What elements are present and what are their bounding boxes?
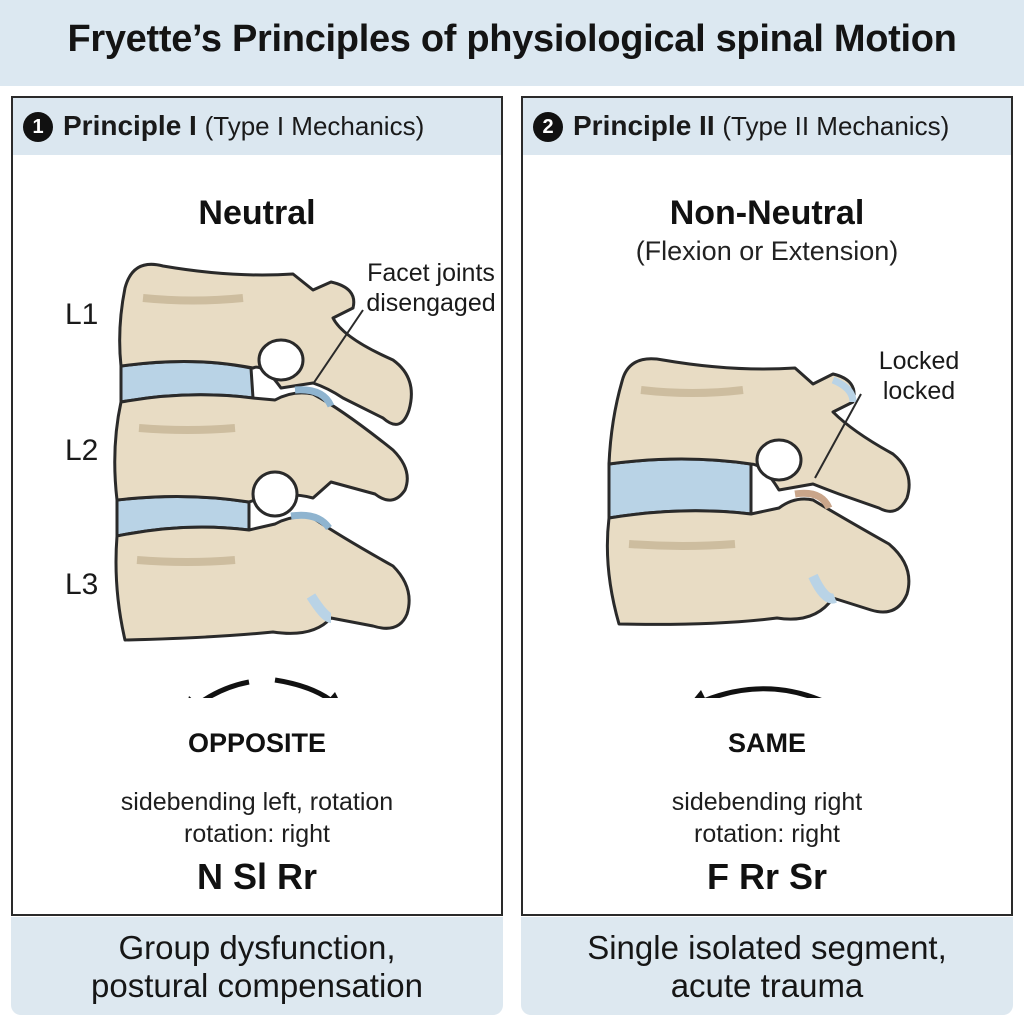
- motion-description-line-1: sidebending left, rotation: [120, 788, 394, 816]
- principle-1-header: 1 Principle I (Type I Mechanics): [13, 98, 501, 155]
- page-title: Fryette’s Principles of physiological sp…: [67, 18, 957, 60]
- footer-line-2: postural compensation: [90, 967, 424, 1004]
- principle-1-title: Principle I: [63, 110, 197, 141]
- locked-callout-line-1: Locked: [878, 347, 960, 375]
- footer-line-1: Group dysfunction,: [118, 929, 396, 966]
- facet-callout: Facet joints disengaged: [365, 258, 497, 318]
- motion-description-line-2: rotation: right: [184, 820, 330, 848]
- motion-description-2: sidebending right rotation: right: [523, 786, 1011, 850]
- principle-1-panel: 1 Principle I (Type I Mechanics) Neutral: [11, 96, 503, 916]
- arrowhead-right-icon: [329, 692, 338, 698]
- level-label-l1: L1: [65, 298, 99, 331]
- neutral-label: Neutral: [198, 194, 316, 232]
- motion-code: F Rr Sr: [706, 856, 828, 897]
- principle-1-footer: Group dysfunction, postural compensation: [11, 917, 503, 1015]
- callout-line: [312, 309, 364, 385]
- arrowhead-left-icon: [188, 696, 192, 698]
- level-label-l2: L2: [65, 434, 99, 467]
- motion-description-1: sidebending left, rotation rotation: rig…: [13, 786, 501, 850]
- principle-2-panel: 2 Principle II (Type II Mechanics) Non-N…: [521, 96, 1013, 916]
- motion-code: N Sl Rr: [196, 856, 318, 897]
- vertebra-l2: [113, 386, 409, 518]
- vertebra-lower: [605, 489, 911, 626]
- number-badge-2: 2: [533, 112, 563, 142]
- lumbar-spine-illustration: [113, 262, 413, 698]
- principle-2-title: Principle II: [573, 110, 715, 141]
- principle-1-heading: Principle I (Type I Mechanics): [63, 110, 424, 142]
- principle-2-mechanics: (Type II Mechanics): [722, 111, 950, 141]
- arrowhead-left-icon: [694, 690, 705, 698]
- callout-line: [814, 393, 862, 479]
- level-label-l3: L3: [65, 568, 99, 601]
- curved-arrow-left-icon: [202, 679, 250, 698]
- locked-segment-illustration: [605, 357, 911, 698]
- locked-callout-line-2: locked: [882, 377, 956, 405]
- intervertebral-disc: [607, 457, 753, 520]
- facet-callout-line-1: Facet joints: [367, 259, 495, 287]
- relation-same: SAME: [727, 728, 806, 758]
- facet-callout-line-2: disengaged: [366, 289, 496, 317]
- footer-line-2: acute trauma: [670, 967, 864, 1004]
- vertebra-upper: [607, 357, 911, 513]
- non-neutral-label: Non-Neutral: [669, 194, 865, 232]
- principle-1-mechanics: (Type I Mechanics): [204, 111, 425, 141]
- principle-1-footer-text: Group dysfunction, postural compensation: [11, 929, 503, 1005]
- principle-2-footer: Single isolated segment, acute trauma: [521, 917, 1013, 1015]
- locked-callout: Locked locked: [859, 346, 979, 406]
- motion-description-line-1: sidebending right: [671, 788, 863, 816]
- title-bar: [0, 0, 1024, 86]
- curved-arrow-right-icon: [274, 677, 332, 698]
- vertebra-l1: [118, 262, 413, 426]
- footer-line-1: Single isolated segment,: [587, 929, 947, 966]
- flexion-extension-label: (Flexion or Extension): [635, 236, 899, 266]
- number-badge-1: 1: [23, 112, 53, 142]
- principle-2-footer-text: Single isolated segment, acute trauma: [521, 929, 1013, 1005]
- relation-opposite: OPPOSITE: [187, 728, 327, 758]
- principle-2-header: 2 Principle II (Type II Mechanics): [523, 98, 1011, 155]
- principle-2-heading: Principle II (Type II Mechanics): [573, 110, 949, 142]
- motion-description-line-2: rotation: right: [694, 820, 840, 848]
- double-arrow-icon: [704, 686, 822, 698]
- vertebra-l3: [114, 511, 411, 642]
